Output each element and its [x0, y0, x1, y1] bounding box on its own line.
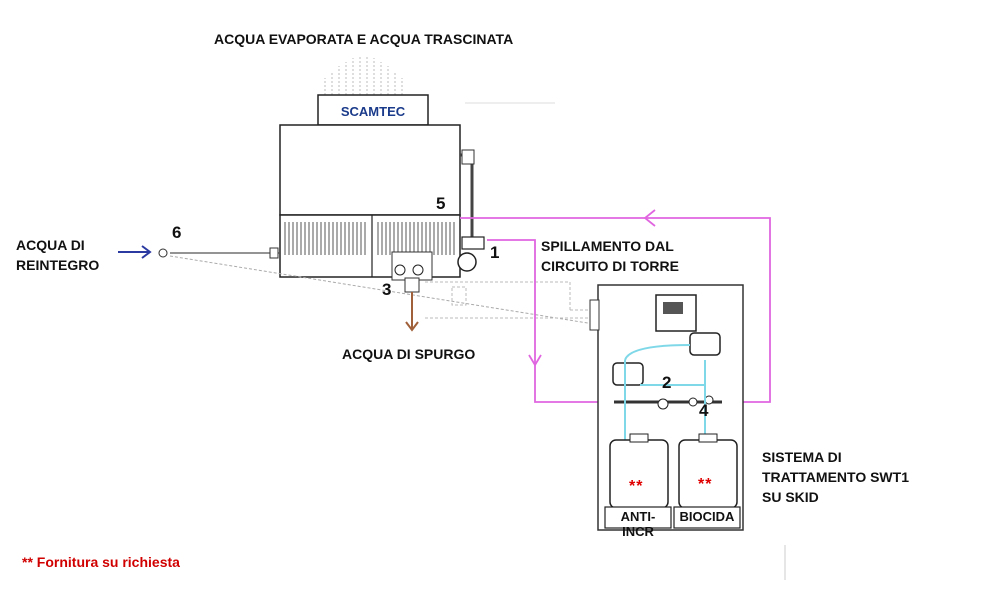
- top-title: ACQUA EVAPORATA E ACQUA TRASCINATA: [214, 31, 514, 47]
- number-3: 3: [382, 280, 392, 299]
- spurgo-label: ACQUA DI SPURGO: [342, 346, 476, 362]
- sistema-label-line1: SISTEMA DI: [762, 449, 842, 465]
- spillamento-label-line2: CIRCUITO DI TORRE: [541, 258, 679, 274]
- number-6: 6: [172, 223, 182, 242]
- steam-plume: [324, 56, 403, 95]
- control-lines: [425, 281, 600, 319]
- tank-biocida-label: BIOCIDA: [679, 509, 735, 524]
- spillamento-label-line1: SPILLAMENTO DAL: [541, 238, 674, 254]
- number-5: 5: [436, 194, 446, 213]
- reintegro-line: [158, 247, 601, 326]
- tank-anti-incr-stars: **: [629, 478, 644, 495]
- sistema-label-line3: SU SKID: [762, 489, 819, 505]
- tank-anti-incr-label: ANTI-INCR: [620, 509, 656, 539]
- brand-logo: SCAMTEC: [341, 104, 406, 119]
- reintegro-label-line1: ACQUA DI: [16, 237, 85, 253]
- number-2: 2: [662, 373, 672, 392]
- louvers: [284, 222, 455, 255]
- number-4: 4: [699, 401, 709, 420]
- reintegro-label-line2: REINTEGRO: [16, 257, 100, 273]
- footnote: ** Fornitura su richiesta: [22, 554, 180, 570]
- reintegro-arrow: [118, 245, 152, 259]
- tank-biocida-stars: **: [698, 476, 713, 493]
- cooling-tower: [279, 94, 485, 293]
- spurgo-arrow: [405, 292, 419, 332]
- sistema-label-line2: TRATTAMENTO SWT1: [762, 469, 909, 485]
- number-1: 1: [490, 243, 500, 262]
- treatment-skid: [589, 284, 744, 531]
- magenta-circuit: [460, 209, 771, 403]
